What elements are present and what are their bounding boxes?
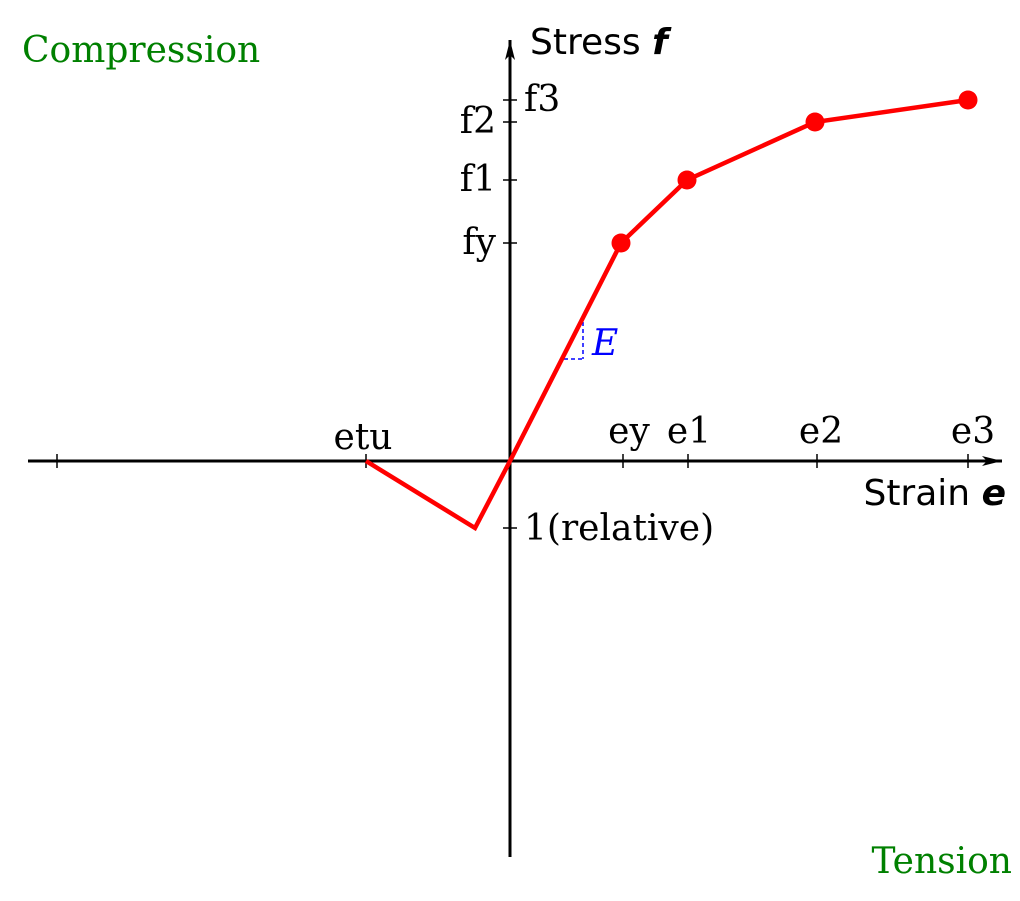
yield-point-marker [611,233,631,253]
slope-indicator [564,322,584,360]
y-tick-label-f2: f2 [460,101,496,142]
point-3-marker [958,90,978,110]
compression-label: Compression [22,30,260,71]
point-1-marker [677,170,697,190]
y-tick-label-f3: f3 [524,79,560,120]
x-tick-label-etu: etu [334,417,393,458]
y-tick-label-fy: fy [462,222,496,263]
tension-label: Tension [871,841,1012,882]
x-axis-title: Strain e [863,473,1006,514]
x-tick-label-e3: e3 [951,411,995,452]
y-tick-label-neg: 1(relative) [524,508,714,549]
x-tick-label-ey: ey [608,411,650,452]
y-tick-label-f1: f1 [460,159,496,200]
point-2-marker [805,112,825,132]
y-axis-title: Stress f [530,22,672,63]
slope-label: E [591,323,618,364]
stress-strain-curve [364,97,969,532]
x-tick-label-e2: e2 [799,411,843,452]
x-tick-label-e1: e1 [667,411,711,452]
